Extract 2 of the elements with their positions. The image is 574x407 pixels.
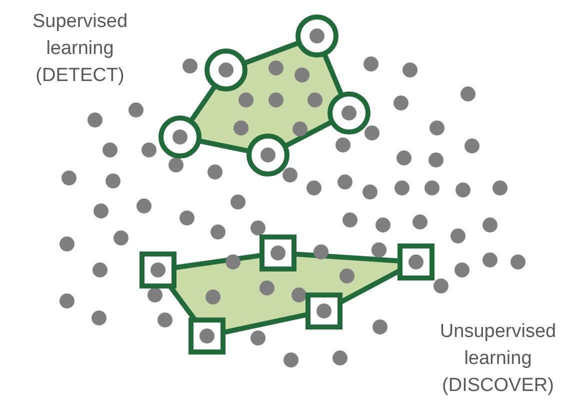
caption-text: Supervised learning (DETECT) xyxy=(31,10,129,88)
caption-text: Unsupervised learning (DISCOVER) xyxy=(438,320,558,398)
